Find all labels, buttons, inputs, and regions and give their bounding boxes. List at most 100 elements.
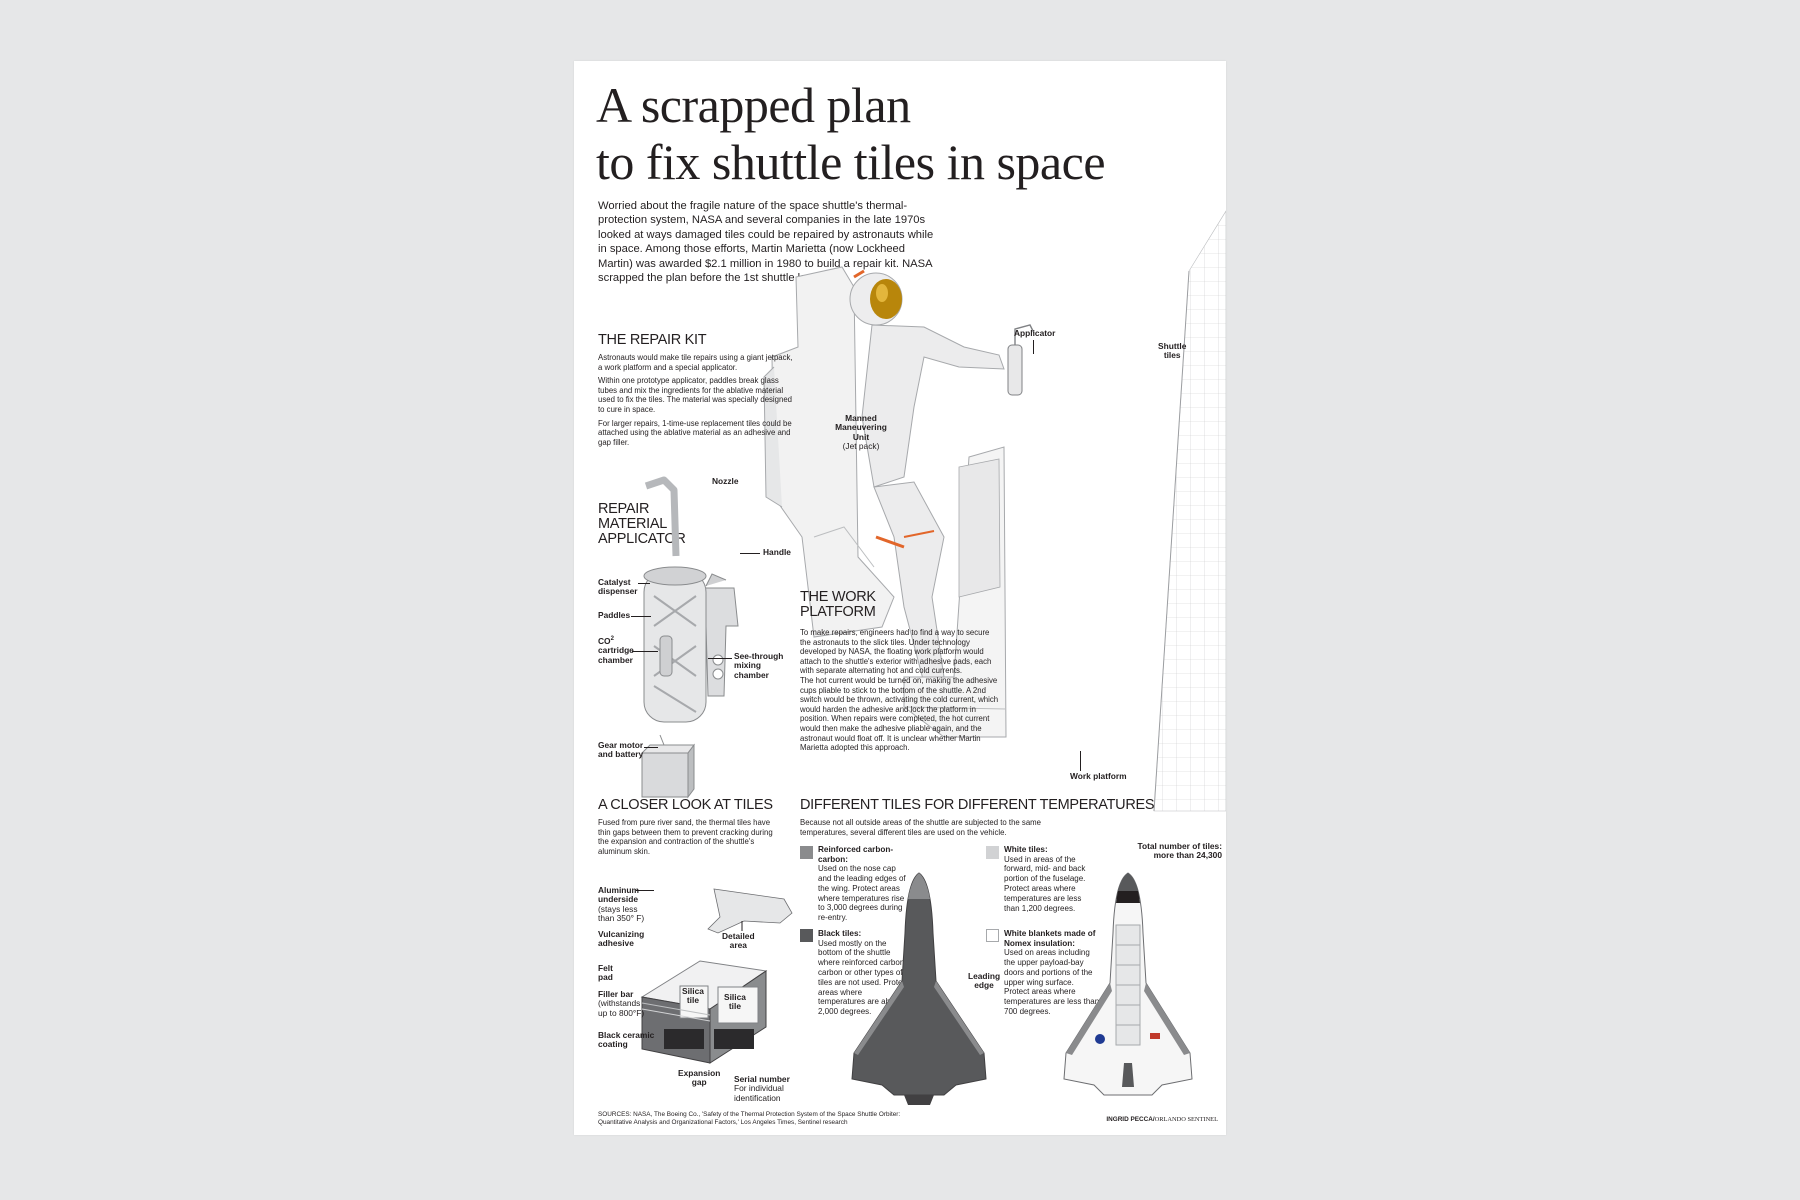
black-tiles-swatch	[800, 929, 813, 942]
closer-look-body: Fused from pure river sand, the thermal …	[598, 818, 773, 856]
work-platform-label: Work platform	[1070, 771, 1127, 781]
gear-leader	[644, 747, 658, 748]
work-platform-leader	[1080, 751, 1081, 771]
silica2-line1: Silica	[724, 992, 746, 1002]
infographic-page: A scrapped plan to fix shuttle tiles in …	[574, 61, 1226, 1135]
vulcanizing-label: Vulcanizing adhesive	[598, 929, 645, 949]
applicator-title: REPAIR MATERIAL APPLICATOR	[598, 502, 686, 547]
credit-line: INGRID PECCA/ORLANDO SENTINEL	[1078, 1116, 1218, 1123]
credit-paper: ORLANDO SENTINEL	[1154, 1116, 1218, 1123]
repair-kit-title: THE REPAIR KIT	[598, 332, 707, 348]
mmu-label-line3: Unit	[852, 431, 870, 442]
credit-separator: /	[1152, 1116, 1155, 1123]
temperatures-body: Because not all outside areas of the shu…	[800, 818, 1041, 837]
expansion-line2: gap	[691, 1077, 707, 1088]
shuttle-bottom-view	[851, 872, 987, 1105]
aluminum-label: Aluminum underside (stays less than 350°…	[598, 885, 645, 924]
co2-label-co: CO	[598, 635, 611, 646]
co2-leader	[632, 651, 658, 652]
total-tiles-line2: more than 24,300	[1153, 850, 1222, 861]
catalyst-leader	[638, 583, 650, 584]
closer-look-title: A CLOSER LOOK AT TILES	[598, 797, 773, 813]
applicator-diagram	[643, 476, 739, 723]
aluminum-line1: Aluminum	[598, 885, 639, 895]
gear-motor-label: Gear motor and battery	[598, 740, 644, 760]
gear-label-line2: and battery	[598, 749, 644, 760]
temperatures-title: DIFFERENT TILES FOR DIFFERENT TEMPERATUR…	[800, 797, 1155, 813]
white-tiles-body: Used in areas of the forward, mid- and b…	[1004, 854, 1086, 913]
black-tiles-legend: Black tiles: Used mostly on the bottom o…	[818, 929, 910, 1017]
repair-kit-body: Astronauts would make tile repairs using…	[598, 353, 798, 451]
work-platform-title-line2: PLATFORM	[800, 604, 876, 620]
catalyst-label-line1: Catalyst	[598, 577, 631, 587]
repair-kit-p2: Within one prototype applicator, paddles…	[598, 376, 793, 414]
silica-tile-label-2: Silica tile	[724, 992, 746, 1012]
catalyst-label-line2: dispenser	[598, 586, 638, 597]
repair-kit-p3: For larger repairs, 1-time-use replaceme…	[598, 418, 792, 447]
work-platform-p2: The hot current would be turned on, maki…	[800, 675, 999, 753]
total-tiles-line1: Total number of tiles:	[1137, 841, 1222, 851]
serial-number-label: Serial number For individual identificat…	[734, 1074, 790, 1103]
vulcanizing-line2: adhesive	[598, 938, 634, 949]
mixing-leader	[708, 658, 732, 659]
nomex-body: Used on areas including the upper payloa…	[1004, 948, 1100, 1016]
white-tiles-legend: White tiles: Used in areas of the forwar…	[1004, 845, 1094, 913]
shuttle-tiles-label: Shuttle tiles	[1158, 341, 1187, 361]
aluminum-line3: (stays less	[598, 903, 638, 914]
applicator-label: Applicator	[1014, 328, 1056, 338]
filler-bar-label: Filler bar (withstands up to 800°F)	[598, 989, 645, 1018]
silica1-line1: Silica	[682, 986, 704, 996]
mixing-label-line2: mixing	[734, 660, 761, 671]
mixing-chamber-label: See-through mixing chamber	[734, 651, 784, 680]
serial-line1: Serial number	[734, 1074, 790, 1084]
aluminum-leader	[636, 890, 654, 891]
silica2-line2: tile	[728, 1001, 741, 1012]
black-tiles-title: Black tiles:	[818, 929, 862, 938]
felt-line2: pad	[598, 972, 613, 983]
paddles-label: Paddles	[598, 610, 631, 620]
vulcanizing-line1: Vulcanizing	[598, 929, 645, 939]
filler-line2: (withstands	[598, 998, 641, 1009]
black-ceramic-line2: coating	[598, 1039, 628, 1050]
leading-edge-line2: edge	[974, 980, 994, 991]
rcc-title: Reinforced carbon-carbon:	[818, 845, 894, 864]
handle-leader	[740, 553, 760, 554]
co2-label-sup: 2	[610, 636, 614, 642]
nomex-title-line2: Nomex insulation:	[1004, 938, 1075, 948]
work-platform-title-line1: THE WORK	[800, 589, 876, 605]
expansion-line1: Expansion	[678, 1068, 721, 1078]
detailed-line1: Detailed	[722, 931, 755, 941]
silica-tile-label-1: Silica tile	[682, 986, 704, 1006]
nomex-legend: White blankets made of Nomex insulation:…	[1004, 929, 1100, 1017]
co2-label-line3: chamber	[598, 654, 633, 665]
tile-cross-section	[640, 888, 793, 1064]
aluminum-line2: underside	[598, 894, 639, 905]
black-tiles-body: Used mostly on the bottom of the shuttle…	[818, 938, 909, 1017]
mmu-label: Manned Maneuvering Unit (Jet pack)	[826, 413, 896, 452]
shuttle-tiles-wall	[1153, 210, 1226, 812]
silica1-line2: tile	[686, 995, 699, 1006]
leading-edge-line1: Leading	[968, 971, 1001, 981]
astronaut-illustration	[763, 266, 1035, 738]
paddles-leader	[631, 616, 651, 617]
applicator-leader	[1033, 340, 1034, 354]
rcc-swatch	[800, 846, 813, 859]
handle-label: Handle	[763, 547, 791, 557]
nozzle-label: Nozzle	[712, 476, 739, 486]
mixing-label-line1: See-through	[734, 651, 784, 661]
rcc-body: Used on the nose cap and the leading edg…	[818, 864, 906, 923]
aluminum-line4: than 350° F)	[598, 913, 645, 924]
detailed-line2: area	[729, 940, 747, 951]
repair-kit-p1: Astronauts would make tile repairs using…	[598, 353, 793, 372]
work-platform-p1: To make repairs, engineers had to find a…	[800, 628, 992, 676]
gear-motor-battery-box	[640, 734, 695, 799]
filler-line3: up to 800°F)	[598, 1007, 645, 1018]
co2-label: CO2 cartridge chamber	[598, 635, 634, 665]
shuttle-tiles-label-line2: tiles	[1163, 350, 1181, 361]
applicator-title-line2: MATERIAL	[598, 516, 668, 532]
credit-name: INGRID PECCA	[1106, 1116, 1153, 1123]
shuttle-tiles-label-line1: Shuttle	[1158, 341, 1187, 351]
expansion-gap-label: Expansion gap	[678, 1068, 721, 1088]
rcc-legend: Reinforced carbon-carbon: Used on the no…	[818, 845, 910, 923]
intro-text: Worried about the fragile nature of the …	[598, 200, 934, 285]
